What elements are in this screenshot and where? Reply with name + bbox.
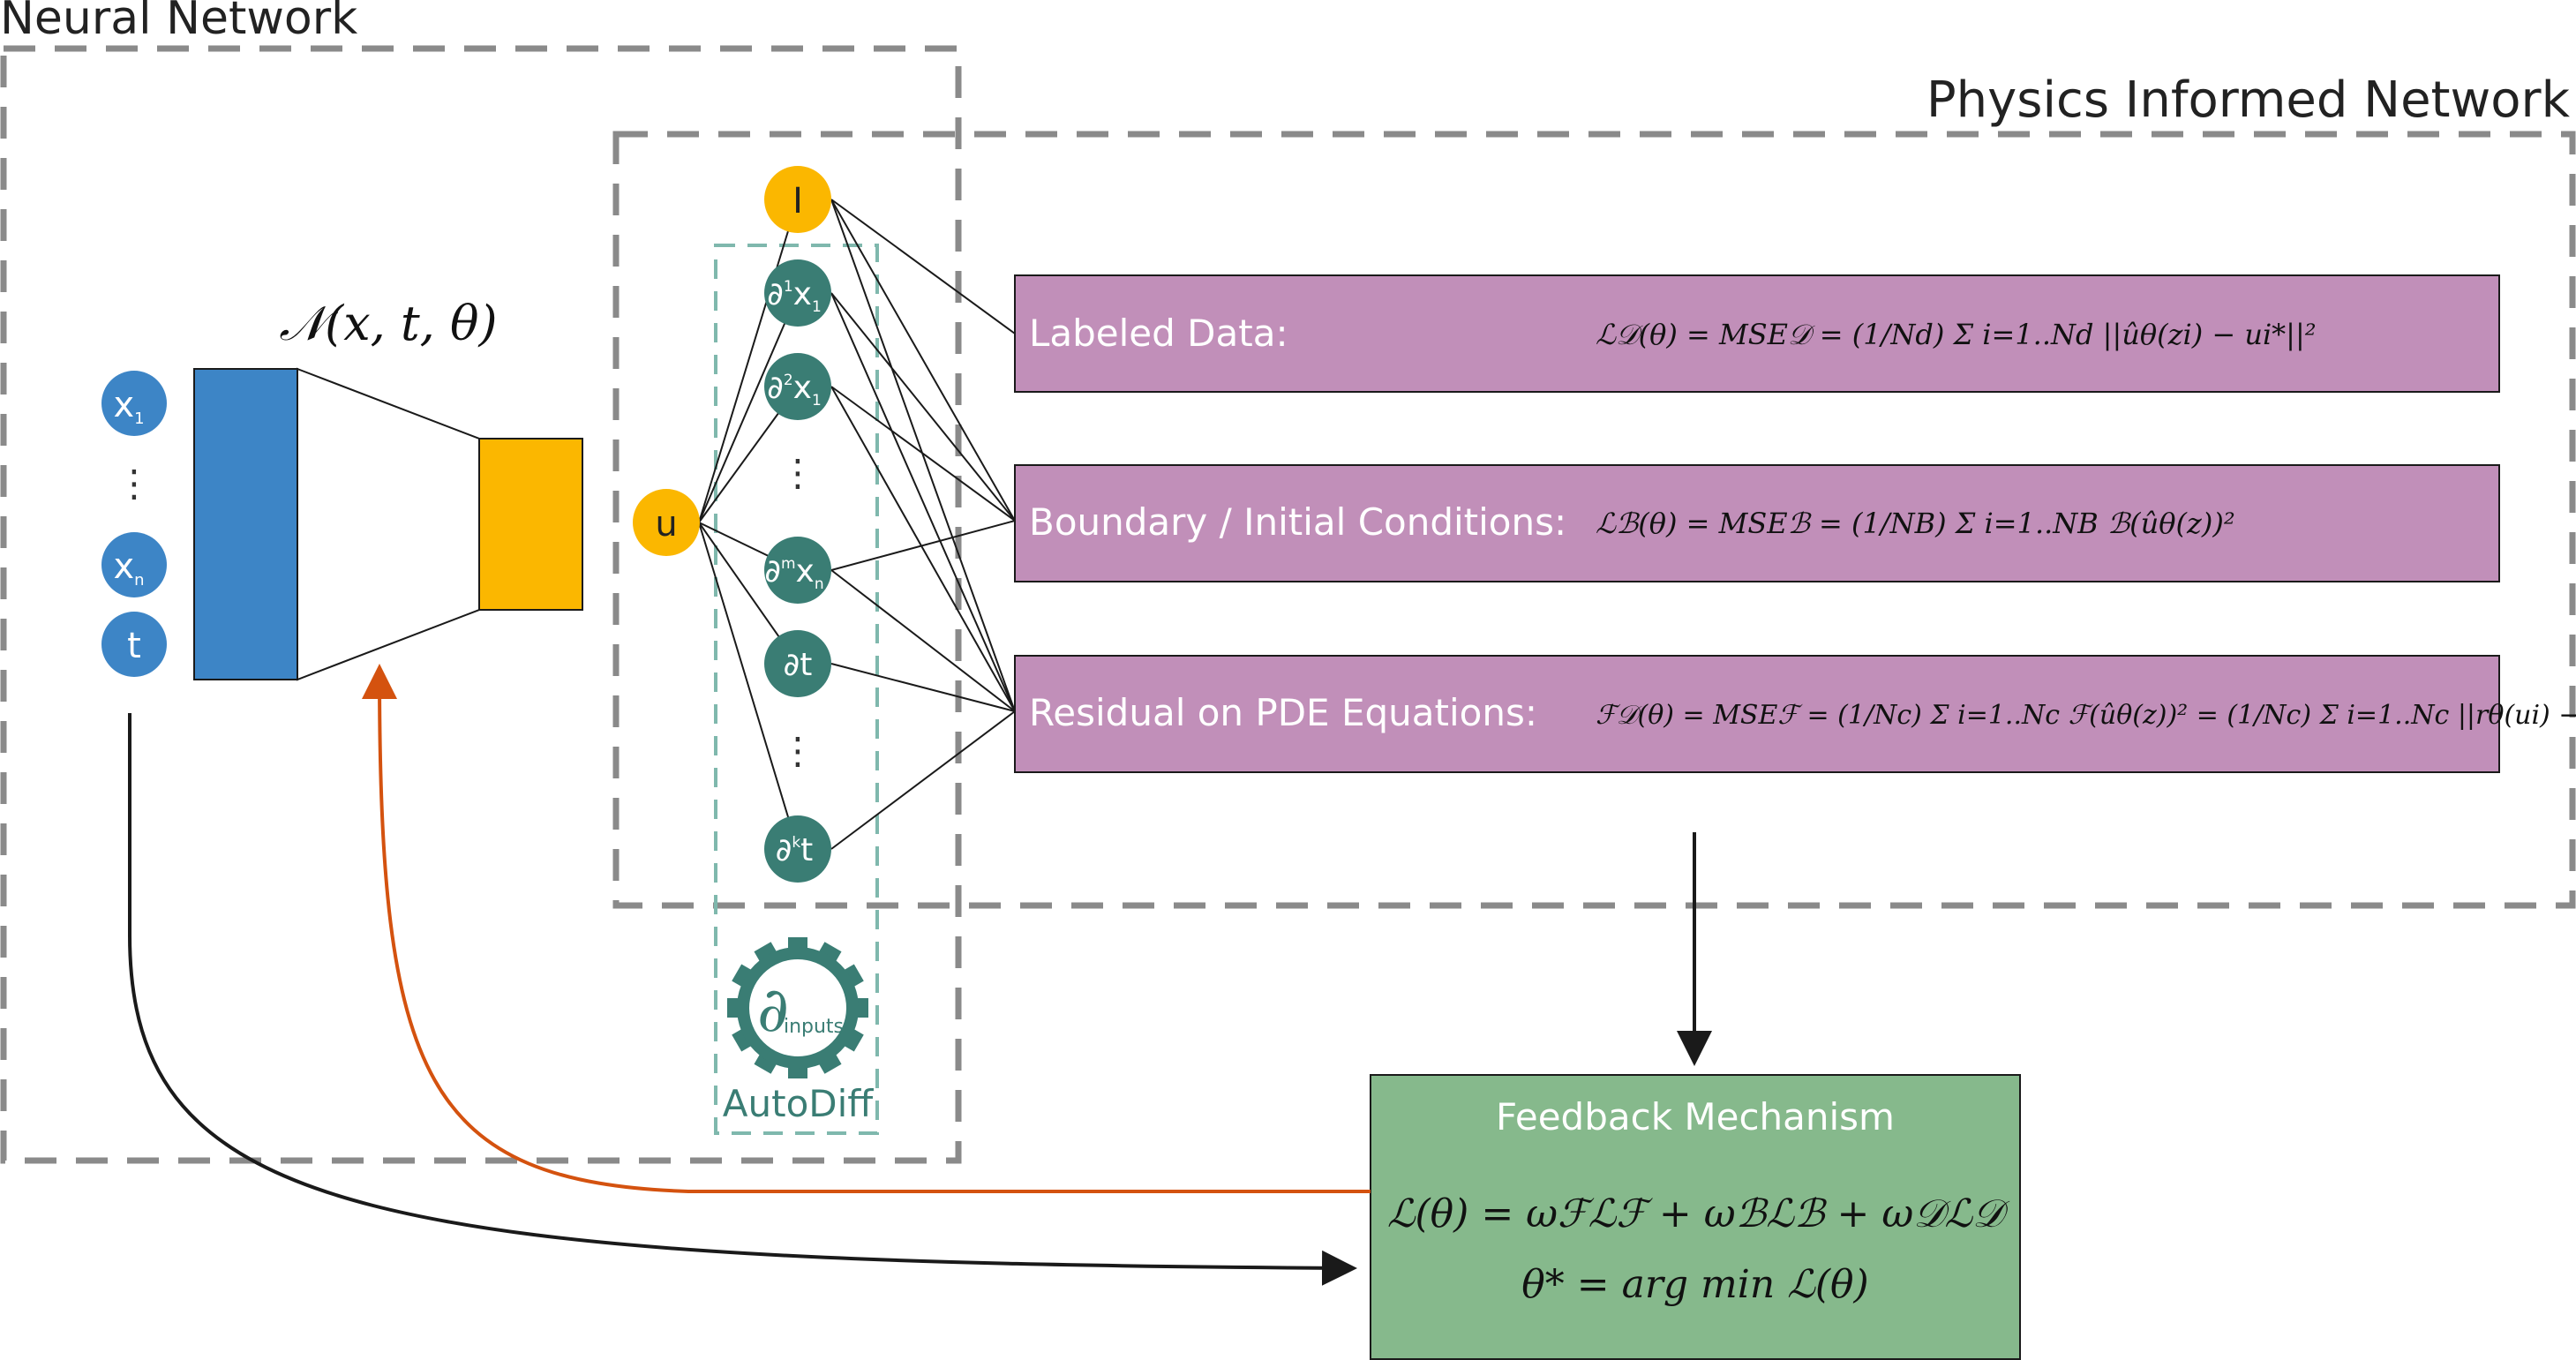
svg-text:∂: ∂	[757, 973, 789, 1046]
svg-text:∂1x1: ∂1x1	[767, 276, 822, 316]
loss-connections	[830, 199, 1016, 850]
svg-text:x1: x1	[113, 385, 144, 428]
output-node-u: u	[633, 489, 700, 556]
svg-text:inputs: inputs	[784, 1016, 844, 1038]
neural-network-title: Neural Network	[0, 0, 357, 45]
svg-text:ℒ(θ) = ωℱℒℱ + ωℬℒℬ + ω𝒟ℒ𝒟: ℒ(θ) = ωℱℒℱ + ωℬℒℬ + ω𝒟ℒ𝒟	[1387, 1191, 2010, 1236]
svg-text:θ* = arg min ℒ(θ): θ* = arg min ℒ(θ)	[1521, 1262, 1868, 1307]
physics-informed-title: Physics Informed Network	[1926, 71, 2571, 129]
svg-text:∂t: ∂t	[784, 647, 813, 683]
network-function-label: 𝒩(x, t, θ)	[279, 296, 497, 351]
svg-text:Labeled Data:: Labeled Data:	[1029, 312, 1288, 355]
autodiff-label: AutoDiff	[723, 1082, 875, 1125]
physics-informed-frame	[612, 131, 2576, 909]
loss-box-residual: Residual on PDE Equations: ℱ𝒟(θ) = MSEℱ …	[1014, 655, 2576, 773]
feedback-box: Feedback Mechanism ℒ(θ) = ωℱℒℱ + ωℬℒℬ + …	[1370, 1074, 2021, 1360]
svg-text:∂kt: ∂kt	[776, 832, 814, 868]
derivative-node-x1-1: ∂1x1	[764, 259, 831, 327]
svg-text:ℱ𝒟(θ) = MSEℱ = (1/Nc) Σ i=1..: ℱ𝒟(θ) = MSEℱ = (1/Nc) Σ i=1..Nc ℱ(ûθ(z))…	[1596, 700, 2576, 731]
svg-text:ℒ𝒟(θ) = MSE𝒟 = (1/Nd) Σ i=1.: ℒ𝒟(θ) = MSE𝒟 = (1/Nd) Σ i=1..Nd ||ûθ(zi)…	[1596, 318, 2317, 351]
svg-text:I: I	[792, 181, 803, 222]
input-ellipsis: ⋮	[116, 462, 153, 505]
hidden-layers-trapezoid	[297, 367, 480, 681]
svg-text:∂mxn: ∂mxn	[764, 553, 823, 593]
svg-text:∂2x1: ∂2x1	[767, 370, 822, 410]
loss-box-labeled-data: Labeled Data: ℒ𝒟(θ) = MSE𝒟 = (1/Nd) Σ i=…	[1014, 274, 2500, 393]
svg-text:t: t	[127, 626, 141, 666]
derivative-node-t: ∂t	[764, 630, 831, 697]
input-node-xn: xn	[101, 532, 167, 597]
derivative-ellipsis-t: ⋮	[779, 729, 816, 772]
input-layer	[193, 368, 298, 680]
derivative-node-t-k: ∂kt	[764, 815, 831, 883]
svg-text:Residual on PDE Equations:: Residual on PDE Equations:	[1029, 691, 1537, 734]
input-node-x1: x1	[101, 371, 167, 436]
loss-box-boundary: Boundary / Initial Conditions: ℒℬ(θ) = M…	[1014, 464, 2500, 582]
derivative-node-x1-2: ∂2x1	[764, 353, 831, 420]
svg-text:u: u	[655, 504, 677, 545]
svg-text:ℒℬ(θ) = MSEℬ = (1/NB) Σ i=1..N: ℒℬ(θ) = MSEℬ = (1/NB) Σ i=1..NB ℬ(ûθ(z))…	[1596, 507, 2235, 540]
derivative-node-xn-m: ∂mxn	[764, 537, 831, 604]
feedback-to-network-arrow	[362, 664, 1371, 1193]
svg-text:Boundary / Initial Conditions:: Boundary / Initial Conditions:	[1029, 500, 1566, 544]
neural-network-frame	[0, 45, 962, 1164]
derivative-ellipsis-x: ⋮	[779, 451, 816, 494]
input-node-t: t	[101, 612, 167, 677]
autodiff-gear-icon: ∂ inputs	[727, 937, 868, 1078]
svg-text:xn: xn	[113, 546, 144, 590]
autodiff-frame	[714, 244, 879, 1135]
input-to-feedback-arrow	[128, 713, 1357, 1286]
identity-node: I	[764, 166, 831, 233]
output-layer	[478, 438, 583, 611]
svg-text:Feedback Mechanism: Feedback Mechanism	[1496, 1095, 1895, 1138]
